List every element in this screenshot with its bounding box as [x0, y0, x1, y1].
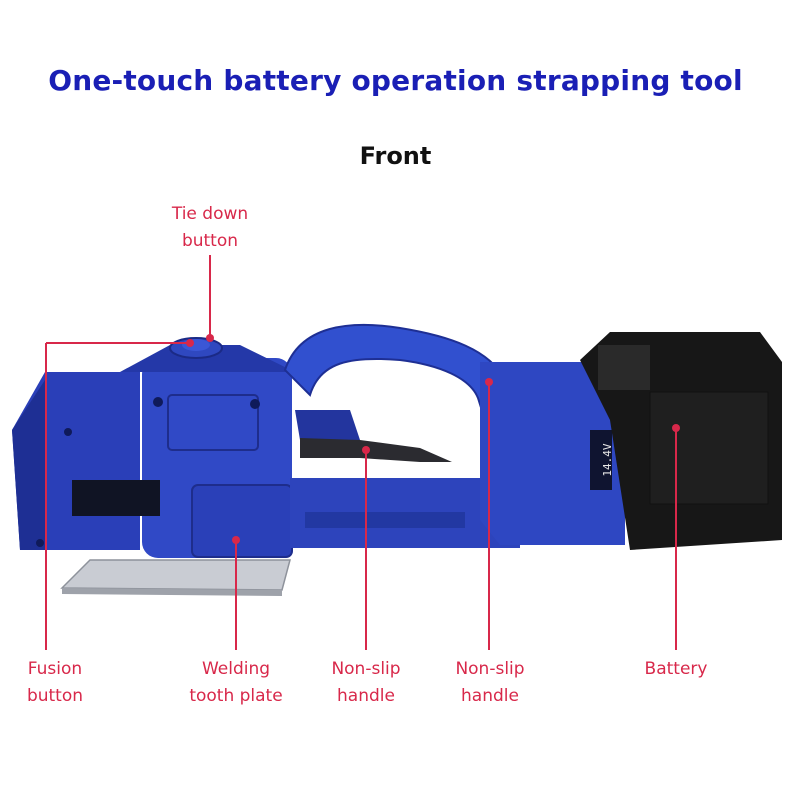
callout-nonslip-handle-2: Non-slip handle	[455, 659, 525, 706]
tool-front-housing	[12, 345, 295, 558]
battery-voltage-marking: 14.4V	[601, 443, 614, 476]
tool-rear-body: 14.4V	[480, 362, 625, 545]
welding-tooth-plate-graphic	[60, 559, 291, 596]
callout-fusion-button: Fusion button	[26, 659, 84, 706]
tie-down-button-graphic	[169, 337, 223, 359]
tension-lever	[300, 438, 452, 462]
view-subtitle: Front	[359, 142, 432, 170]
callout-battery: Battery	[644, 659, 708, 679]
callout-nonslip-handle-1: Non-slip handle	[331, 659, 401, 706]
callout-tie-down-button: Tie down button	[171, 204, 249, 251]
callout-welding-tooth-plate: Welding tooth plate	[189, 659, 283, 706]
tool-arm	[290, 410, 520, 548]
callout-lines	[45, 255, 680, 650]
page-title: One-touch battery operation strapping to…	[48, 64, 743, 97]
battery-pack-graphic	[580, 332, 782, 550]
